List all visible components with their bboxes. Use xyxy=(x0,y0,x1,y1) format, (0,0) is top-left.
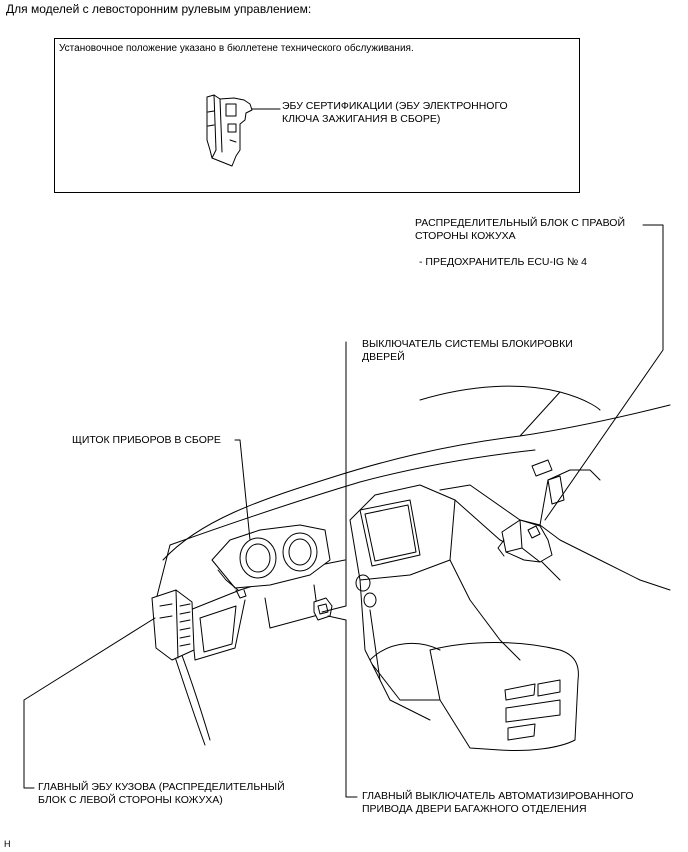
footer-code: H xyxy=(4,839,11,849)
note-text: Установочное положение указано в бюллете… xyxy=(59,43,414,54)
fuse-label: - ПРЕДОХРАНИТЕЛЬ ECU-IG № 4 xyxy=(419,256,588,268)
main-body-ecu-label: ГЛАВНЫЙ ЭБУ КУЗОВА (РАСПРЕДЕЛИТЕЛЬНЫЙ БЛ… xyxy=(38,781,285,806)
main-body-ecu-leader xyxy=(23,617,156,789)
combination-meter-icon xyxy=(211,524,331,599)
back-door-switch-label: ГЛАВНЫЙ ВЫКЛЮЧАТЕЛЬ АВТОМАТИЗИРОВАННОГО … xyxy=(362,790,634,815)
certification-ecu-label: ЭБУ СЕРТИФИКАЦИИ (ЭБУ ЭЛЕКТРОННОГО КЛЮЧА… xyxy=(282,100,508,125)
page-heading: Для моделей с левосторонним рулевым упра… xyxy=(6,2,312,16)
combination-meter-label: ЩИТОК ПРИБОРОВ В СБОРЕ xyxy=(72,434,221,446)
combination-meter-leader xyxy=(234,439,251,541)
note-box xyxy=(54,38,580,193)
leader-lines xyxy=(23,224,664,798)
door-lock-leader xyxy=(321,341,347,613)
main-body-ecu-icon xyxy=(151,589,195,661)
junction-block-right-icon xyxy=(497,519,553,563)
back-door-switch-leader xyxy=(327,615,358,798)
junction-block-right-label: РАСПРЕДЕЛИТЕЛЬНЫЙ БЛОК С ПРАВОЙ СТОРОНЫ … xyxy=(415,217,626,242)
center-console-outline xyxy=(369,642,579,751)
door-lock-switch-label: ВЫКЛЮЧАТЕЛЬ СИСТЕМЫ БЛОКИРОВКИ ДВЕРЕЙ xyxy=(362,338,573,363)
junction-right-leader xyxy=(544,224,664,521)
certification-ecu-icon xyxy=(206,94,253,167)
